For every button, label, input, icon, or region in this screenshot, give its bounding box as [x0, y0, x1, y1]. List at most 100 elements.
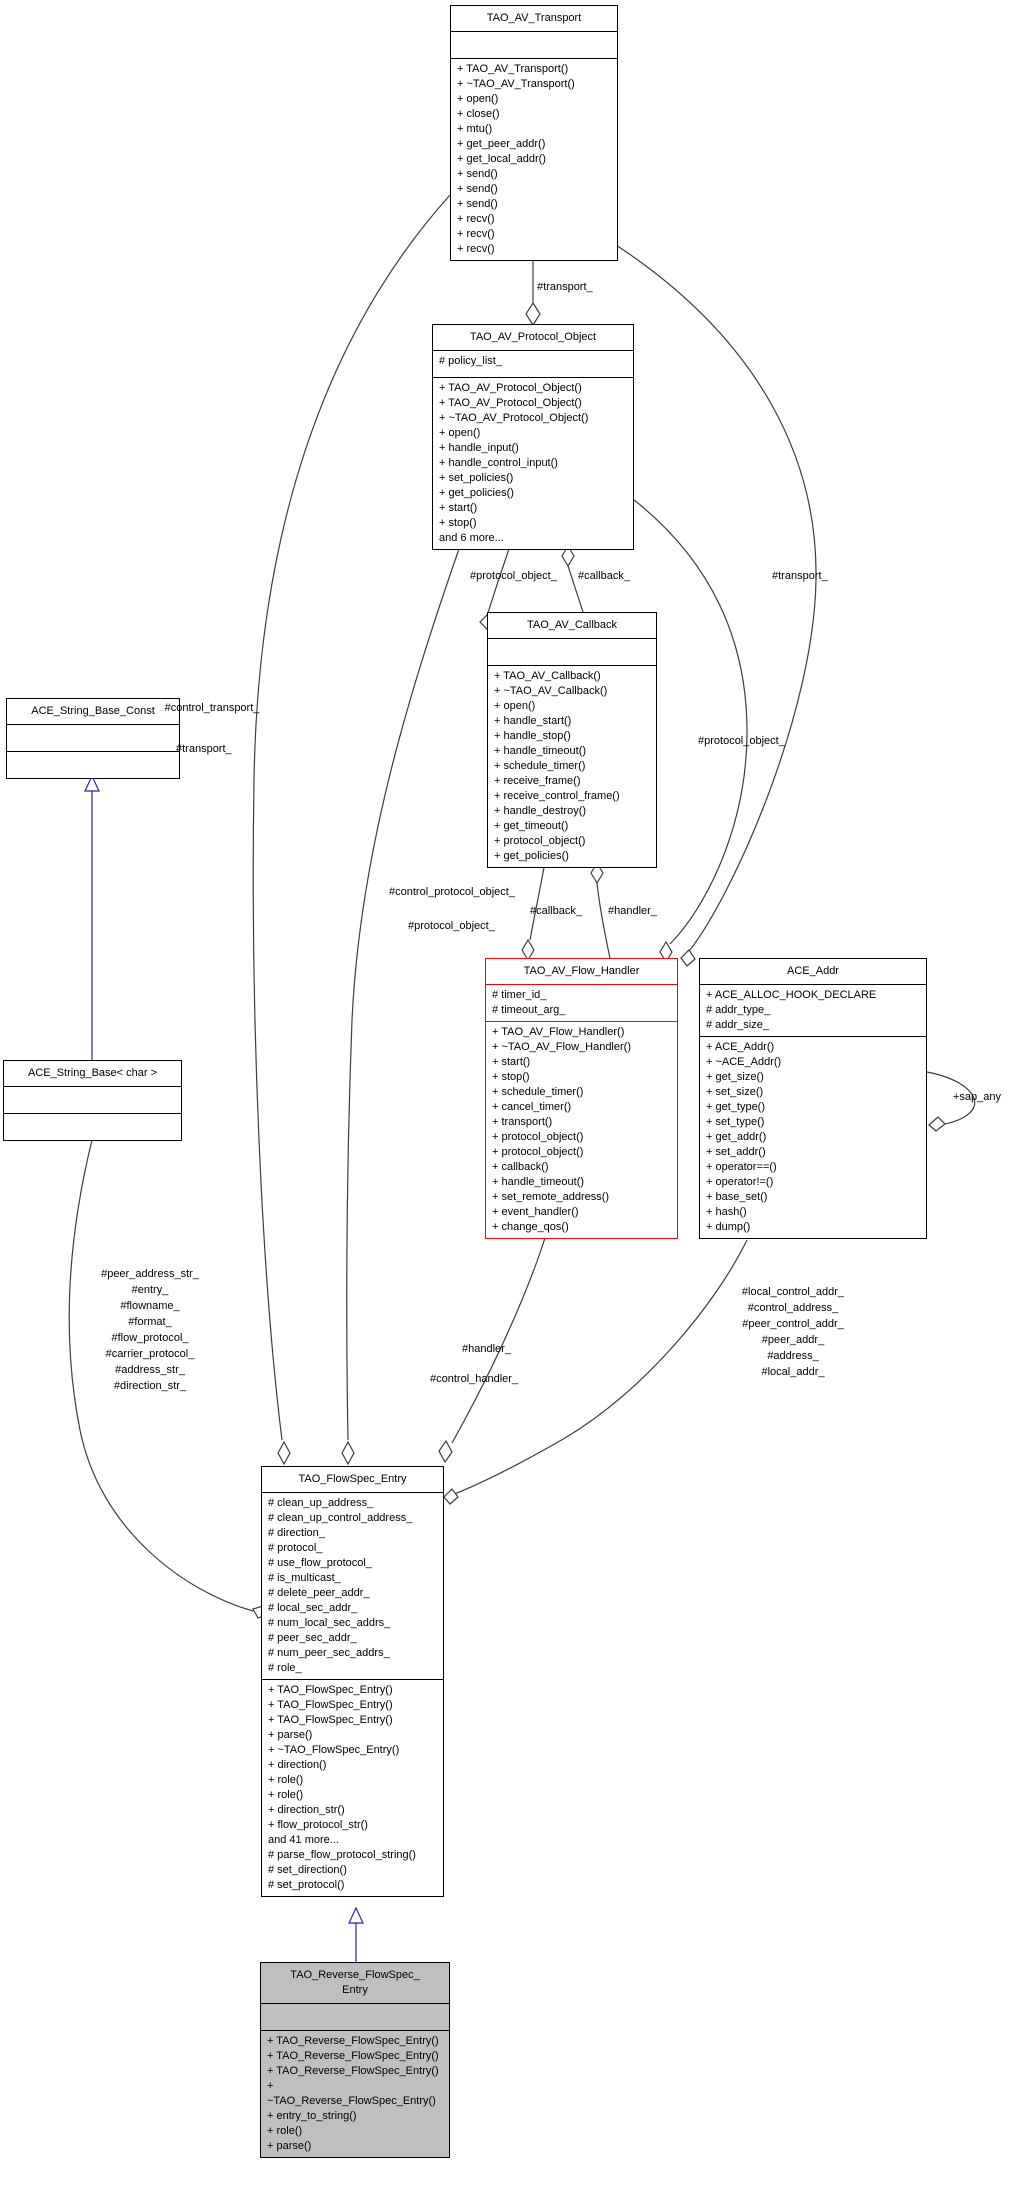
- aggregation-diamond: [525, 301, 541, 327]
- member-line: + set_size(): [706, 1086, 764, 1098]
- member-line: + operator!=(): [706, 1176, 774, 1188]
- member-line: #local_control_addr_: [741, 1286, 845, 1298]
- member-line: # timer_id_: [492, 989, 547, 1001]
- class-box-tao-flowspec-entry[interactable]: TAO_FlowSpec_Entry # clean_up_address_# …: [261, 1466, 444, 1897]
- class-box-tao-av-transport[interactable]: TAO_AV_Transport + TAO_AV_Transport()+ ~…: [450, 5, 618, 261]
- member-line: + schedule_timer(): [494, 760, 586, 772]
- member-line: + schedule_timer(): [492, 1086, 584, 1098]
- member-line: # peer_sec_addr_: [268, 1632, 357, 1644]
- member-line: + ~TAO_FlowSpec_Entry(): [268, 1744, 400, 1756]
- member-line: and 6 more...: [439, 532, 504, 544]
- edge-label-transport-left: #transport_: [176, 743, 232, 755]
- member-line: + TAO_AV_Callback(): [494, 670, 601, 682]
- edge-label-stack-addr-members: #local_control_addr_#control_address_#pe…: [733, 1284, 853, 1380]
- class-attributes: # clean_up_address_# clean_up_control_ad…: [262, 1493, 443, 1680]
- class-methods: + TAO_AV_Flow_Handler()+ ~TAO_AV_Flow_Ha…: [486, 1022, 677, 1238]
- member-line: + send(): [457, 168, 498, 180]
- class-title[interactable]: ACE_String_Base< char >: [4, 1061, 181, 1087]
- member-line: + ~ACE_Addr(): [706, 1056, 782, 1068]
- member-line: + get_peer_addr(): [457, 138, 546, 150]
- member-line: + handle_stop(): [494, 730, 571, 742]
- member-line: # is_multicast_: [268, 1572, 341, 1584]
- class-title[interactable]: TAO_FlowSpec_Entry: [262, 1467, 443, 1493]
- class-title[interactable]: ACE_Addr: [700, 959, 926, 985]
- member-line: #flowname_: [120, 1300, 180, 1312]
- edge-label-handler: #handler_: [462, 1343, 511, 1355]
- member-line: #peer_addr_: [761, 1334, 825, 1346]
- member-line: + TAO_Reverse_FlowSpec_Entry(): [267, 2035, 439, 2047]
- class-box-tao-av-flow-handler[interactable]: TAO_AV_Flow_Handler # timer_id_ # timeout…: [485, 958, 678, 1239]
- member-line: #local_addr_: [761, 1366, 825, 1378]
- member-line: + role(): [267, 2125, 303, 2137]
- aggregation-diamond: [680, 949, 696, 967]
- edge-addr-self-loop: [926, 1071, 976, 1126]
- member-line: # set_protocol(): [268, 1879, 345, 1891]
- member-line: # timeout_arg_: [492, 1004, 566, 1016]
- member-line: #format_: [128, 1316, 172, 1328]
- class-attributes: [451, 32, 617, 59]
- class-box-ace-addr[interactable]: ACE_Addr + ACE_ALLOC_HOOK_DECLARE# addr_…: [699, 958, 927, 1239]
- class-methods: [7, 752, 179, 778]
- member-line: + mtu(): [457, 123, 493, 135]
- member-line: + cancel_timer(): [492, 1101, 572, 1113]
- member-line: + event_handler(): [492, 1206, 579, 1218]
- member-line: + set_remote_address(): [492, 1191, 610, 1203]
- member-line: + direction_str(): [268, 1804, 345, 1816]
- member-line: + ~TAO_Reverse_FlowSpec_Entry(): [267, 2080, 436, 2107]
- member-line: + operator==(): [706, 1161, 777, 1173]
- class-attributes: # policy_list_: [433, 351, 633, 378]
- member-line: + recv(): [457, 243, 495, 255]
- member-line: + get_type(): [706, 1101, 766, 1113]
- member-line: # num_local_sec_addrs_: [268, 1617, 391, 1629]
- member-line: + parse(): [268, 1729, 313, 1741]
- edge-transport-flowspec: [252, 194, 451, 1441]
- member-line: # parse_flow_protocol_string(): [268, 1849, 416, 1861]
- aggregation-diamond: [443, 1488, 459, 1505]
- member-line: + parse(): [267, 2140, 312, 2152]
- member-line: # num_peer_sec_addrs_: [268, 1647, 390, 1659]
- class-title[interactable]: TAO_AV_Flow_Handler: [486, 959, 677, 985]
- member-line: # addr_type_: [706, 1004, 771, 1016]
- class-box-tao-av-callback[interactable]: TAO_AV_Callback + TAO_AV_Callback() + ~TA…: [487, 612, 657, 868]
- class-box-tao-av-protocol-object[interactable]: TAO_AV_Protocol_Object # policy_list_ + …: [432, 324, 634, 550]
- member-line: + callback(): [492, 1161, 549, 1173]
- member-line: + TAO_AV_Protocol_Object(): [439, 382, 582, 394]
- edge-label-transport: #transport_: [537, 281, 593, 293]
- class-box-ace-string-base-char[interactable]: ACE_String_Base< char >: [3, 1060, 182, 1141]
- edge-label-callback: #callback_: [578, 570, 630, 582]
- member-line: + get_local_addr(): [457, 153, 546, 165]
- class-title[interactable]: TAO_AV_Callback: [488, 613, 656, 639]
- member-line: + TAO_AV_Protocol_Object(): [439, 397, 582, 409]
- aggregation-diamond: [928, 1116, 946, 1132]
- class-title[interactable]: TAO_Reverse_FlowSpec_Entry: [261, 1963, 449, 2004]
- member-line: #entry_: [131, 1284, 169, 1296]
- class-title[interactable]: ACE_String_Base_Const: [7, 699, 179, 725]
- member-line: + get_size(): [706, 1071, 764, 1083]
- edge-label-sap-any: +sap_any: [953, 1091, 1002, 1103]
- member-line: + change_qos(): [492, 1221, 569, 1233]
- edge-protocol-flowhandler: [633, 499, 748, 945]
- class-title[interactable]: TAO_AV_Protocol_Object: [433, 325, 633, 351]
- class-methods: + TAO_Reverse_FlowSpec_Entry()+ TAO_Reve…: [261, 2031, 449, 2157]
- class-box-ace-string-base-const[interactable]: ACE_String_Base_Const: [6, 698, 180, 779]
- member-line: + open(): [494, 700, 536, 712]
- edge-callback-flowhandler: [529, 861, 546, 941]
- aggregation-diamond: [277, 1440, 291, 1466]
- member-line: + ~TAO_AV_Callback(): [494, 685, 608, 697]
- member-line: # role_: [268, 1662, 302, 1674]
- member-line: # direction_: [268, 1527, 325, 1539]
- member-line: #carrier_protocol_: [105, 1348, 195, 1360]
- class-box-tao-reverse-flowspec-entry[interactable]: TAO_Reverse_FlowSpec_Entry + TAO_Reverse…: [260, 1962, 450, 2158]
- edge-addr-flowspec: [451, 1239, 748, 1496]
- member-line: + get_addr(): [706, 1131, 767, 1143]
- member-line: + recv(): [457, 213, 495, 225]
- class-methods: + TAO_AV_Protocol_Object() + TAO_AV_Proto…: [433, 378, 633, 549]
- edge-label-control-handler: #control_handler_: [430, 1373, 519, 1385]
- inheritance-arrow: [84, 774, 100, 792]
- class-title[interactable]: TAO_AV_Transport: [451, 6, 617, 32]
- class-methods: + TAO_AV_Callback() + ~TAO_AV_Callback() +…: [488, 666, 656, 867]
- member-line: + protocol_object(): [494, 835, 586, 847]
- member-line: and 41 more...: [268, 1834, 339, 1846]
